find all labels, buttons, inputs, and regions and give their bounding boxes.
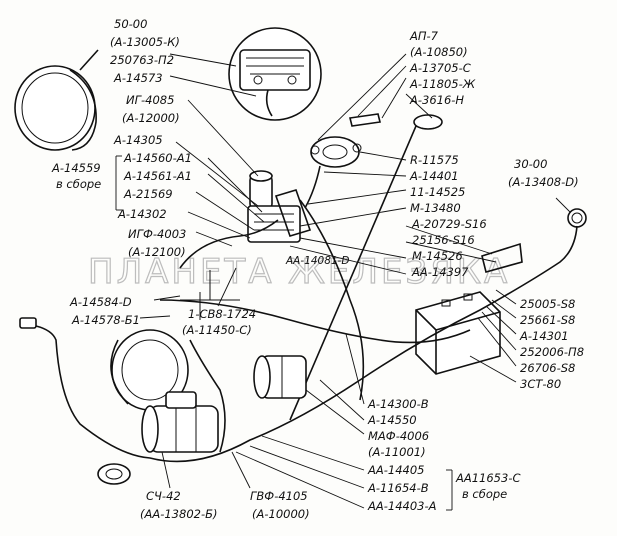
label-aa-13802-b: (АА-13802-Б) [140,507,217,521]
generator-drawing [253,355,307,399]
label-r-11575: R-11575 [410,153,459,167]
label-a-14561-a1: А-14561-А1 [123,169,192,183]
label-aa-14081-d: АА-14081-D [285,255,349,267]
connector-left-drawing [19,317,37,329]
label-ap-7: АП-7 [409,29,439,43]
label-m-14526: М-14526 [412,249,463,263]
label-a-11450-s: (А-11450-С) [182,323,252,337]
label-a-14578-b1: А-14578-Б1 [71,313,140,327]
label-maf-4006: МАФ-4006 [368,429,429,443]
label-a-14301: А-14301 [519,329,569,343]
ignition-coil-drawing [247,170,312,243]
label-igf-4003: ИГФ-4003 [128,227,186,241]
label-gvf-4105: ГВФ-4105 [250,489,308,503]
label-250763-p2: 250763-П2 [110,53,174,67]
label-a-11654-v: А-11654-В [367,481,429,495]
wire-harness [35,199,578,463]
label-252006-p8: 252006-П8 [520,345,584,359]
label-a-12100: (А-12100) [128,245,186,259]
label-aa-14397: АА-14397 [411,265,469,279]
label-25156-s16: 25156-S16 [412,233,475,247]
regulator-inset-drawing [228,27,322,121]
label-a-14305: А-14305 [113,133,163,147]
label-3st-80: 3СТ-80 [520,377,561,391]
label-a-14302: А-14302 [117,207,167,221]
component-drawings [14,27,587,485]
label-ig-4085: ИГ-4085 [126,93,174,107]
label-a-14401: А-14401 [409,169,459,183]
part-labels: 50-00 (А-13005-К) 250763-П2 А-14573 ИГ-4… [51,17,584,521]
label-50-00: 50-00 [114,17,147,31]
distributor-drawing [304,136,362,209]
label-a-14559: А-14559 [51,161,101,175]
starter-drawing [141,391,219,453]
label-a-11001: (А-11001) [368,445,426,459]
label-a-20729-s16: А-20729-S16 [411,217,487,231]
label-a-11805-zh: А-11805-Ж [409,77,476,91]
label-a-14550: А-14550 [367,413,417,427]
label-26706-s8: 26706-S8 [520,361,575,375]
label-v-sbore-2: в сборе [462,487,507,501]
label-a-13705-s: А-13705-С [409,61,471,75]
label-a-13005-k: (А-13005-К) [110,35,180,49]
label-30-00: 30-00 [514,157,547,171]
label-aa-14405: АА-14405 [367,463,424,477]
label-a-3616-n: А-3616-Н [409,93,464,107]
watermark-text: ПЛАНЕТА ЖЕЛЕЗЯКА [88,252,510,292]
headlamp-right-drawing [567,208,587,228]
label-1-sv8-1724: 1-СВ8-1724 [188,307,256,321]
label-a-12000: (А-12000) [122,111,180,125]
label-sch-42: СЧ-42 [146,489,181,503]
label-a-14300-v: А-14300-В [367,397,429,411]
battery-drawing [415,242,523,375]
label-a-13408-d: (А-13408-D) [508,175,579,189]
label-a-14584-d: А-14584-D [69,295,132,309]
label-a-21569: А-21569 [123,187,173,201]
label-a-14560-a1: А-14560-А1 [123,151,192,165]
label-25005-s8: 25005-S8 [520,297,575,311]
grommet-drawing [97,463,131,485]
label-a-10000: (А-10000) [252,507,310,521]
label-25661-s8: 25661-S8 [520,313,575,327]
leader-lines [115,53,571,511]
label-m-13480: М-13480 [410,201,461,215]
horn-drawing [110,329,189,411]
label-v-sbore-1: в сборе [56,177,101,191]
label-11-14525: 11-14525 [410,185,465,199]
sensor-top-drawing [289,113,443,421]
label-aa11653-s: АА11653-С [455,471,521,485]
label-aa-14403-a: АА-14403-А [367,499,437,513]
headlamp-left-drawing [14,49,99,151]
label-a-10850: (А-10850) [410,45,468,59]
label-a-14573: А-14573 [113,71,163,85]
